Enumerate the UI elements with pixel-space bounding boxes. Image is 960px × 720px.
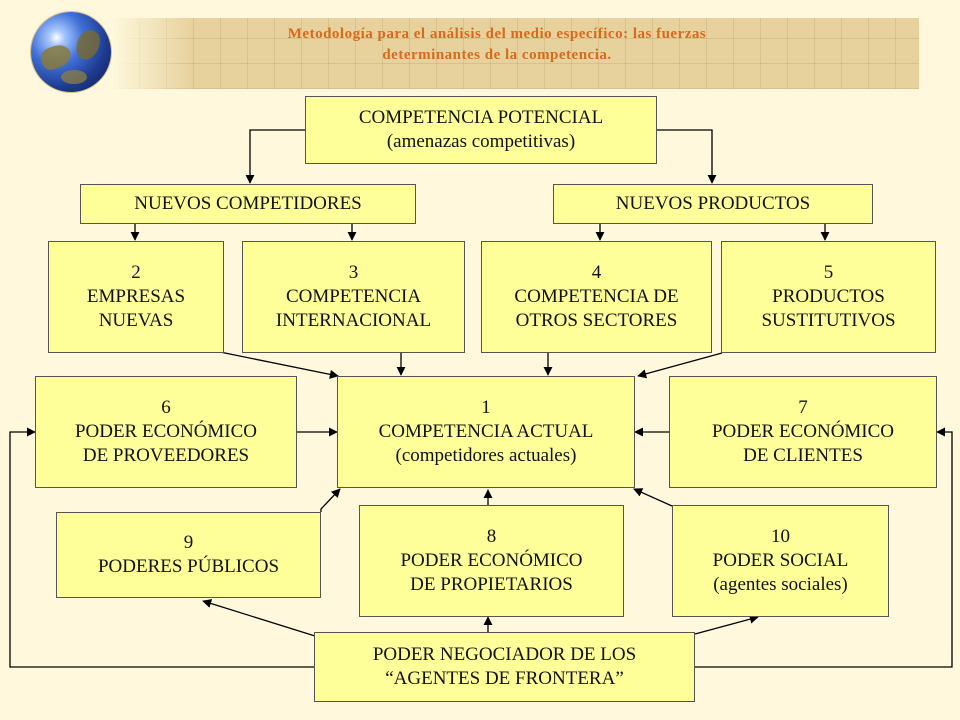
box-number: 10 [771, 526, 790, 547]
box-label: INTERNACIONAL [275, 310, 432, 331]
box-label: SUSTITUTIVOS [761, 310, 896, 331]
slide-title-line1: Metodología para el análisis del medio e… [287, 26, 707, 42]
box-label: DE CLIENTES [743, 445, 863, 466]
box-label: COMPETENCIA ACTUAL [378, 421, 594, 442]
box-label: COMPETENCIA [285, 286, 422, 307]
box-5-productos-sustitutivos: 5 PRODUCTOS SUSTITUTIVOS [721, 241, 936, 353]
box-label: PODER ECONÓMICO [400, 550, 583, 571]
box-number: 7 [798, 397, 808, 418]
arrow-5-to-1 [637, 352, 723, 379]
box-label: PODER ECONÓMICO [74, 421, 258, 442]
box-label: COMPETENCIA DE [514, 286, 679, 307]
box-8-poder-propietarios: 8 PODER ECONÓMICO DE PROPIETARIOS [359, 505, 624, 617]
slide-title-line2: determinantes de la competencia. [382, 47, 612, 63]
box-number: 9 [183, 532, 194, 553]
box-label: PODER NEGOCIADOR DE LOS [372, 644, 637, 665]
box-competencia-potencial: COMPETENCIA POTENCIAL (amenazas competit… [305, 96, 657, 164]
header-banner [112, 18, 919, 89]
arrow-frontera-to-6 [9, 427, 314, 668]
box-label: (amenazas competitivas) [386, 131, 576, 152]
box-agentes-de-frontera: PODER NEGOCIADOR DE LOS “AGENTES DE FRON… [314, 632, 695, 702]
box-label: NUEVAS [98, 310, 174, 331]
arrow-2-to-1 [219, 351, 339, 379]
box-label: “AGENTES DE FRONTERA” [385, 668, 624, 689]
box-label: COMPETENCIA POTENCIAL [358, 107, 604, 128]
arrow-frontera-to-9 [202, 599, 316, 637]
arrow-9-to-1 [320, 488, 341, 512]
box-number: 2 [131, 262, 141, 283]
arrow-frontera-to-10 [694, 614, 759, 635]
box-number: 6 [161, 397, 171, 418]
box-label: NUEVOS COMPETIDORES [134, 193, 362, 214]
box-label: OTROS SECTORES [515, 310, 678, 331]
box-3-competencia-internacional: 3 COMPETENCIA INTERNACIONAL [242, 241, 465, 353]
box-label: PODER ECONÓMICO [711, 421, 895, 442]
box-9-poderes-publicos: 9 PODERES PÚBLICOS [56, 512, 321, 598]
box-number: 3 [348, 262, 359, 283]
box-label: DE PROPIETARIOS [410, 574, 573, 595]
globe-logo-icon [31, 12, 111, 92]
box-label: DE PROVEEDORES [82, 445, 250, 466]
arrow-frontera-to-7 [695, 427, 953, 668]
box-number: 8 [486, 526, 497, 547]
box-nuevos-productos: NUEVOS PRODUCTOS [553, 184, 873, 224]
box-label: NUEVOS PRODUCTOS [615, 193, 811, 214]
arrow-10-to-1 [633, 488, 673, 507]
box-label: PODERES PÚBLICOS [97, 556, 280, 577]
box-1-competencia-actual: 1 COMPETENCIA ACTUAL (competidores actua… [337, 376, 635, 488]
box-label: PODER SOCIAL [712, 550, 849, 571]
box-number: 1 [481, 397, 491, 418]
box-number: 5 [823, 262, 834, 283]
box-label: (agentes sociales) [713, 574, 848, 595]
header-banner-fade [112, 18, 192, 89]
box-7-poder-clientes: 7 PODER ECONÓMICO DE CLIENTES [669, 376, 937, 488]
arrow-potencial-to-nuevos-competidores [245, 129, 305, 184]
box-label: (competidores actuales) [395, 445, 577, 466]
box-nuevos-competidores: NUEVOS COMPETIDORES [80, 184, 416, 224]
box-2-empresas-nuevas: 2 EMPRESAS NUEVAS [48, 241, 224, 353]
arrow-potencial-to-nuevos-productos [657, 129, 717, 184]
box-number: 4 [591, 262, 602, 283]
box-6-poder-proveedores: 6 PODER ECONÓMICO DE PROVEEDORES [35, 376, 297, 488]
slide-title: Metodología para el análisis del medio e… [192, 24, 802, 66]
box-label: PRODUCTOS [772, 286, 885, 307]
box-label: EMPRESAS [86, 286, 186, 307]
box-4-competencia-otros-sectores: 4 COMPETENCIA DE OTROS SECTORES [481, 241, 712, 353]
box-10-poder-social: 10 PODER SOCIAL (agentes sociales) [672, 505, 889, 617]
